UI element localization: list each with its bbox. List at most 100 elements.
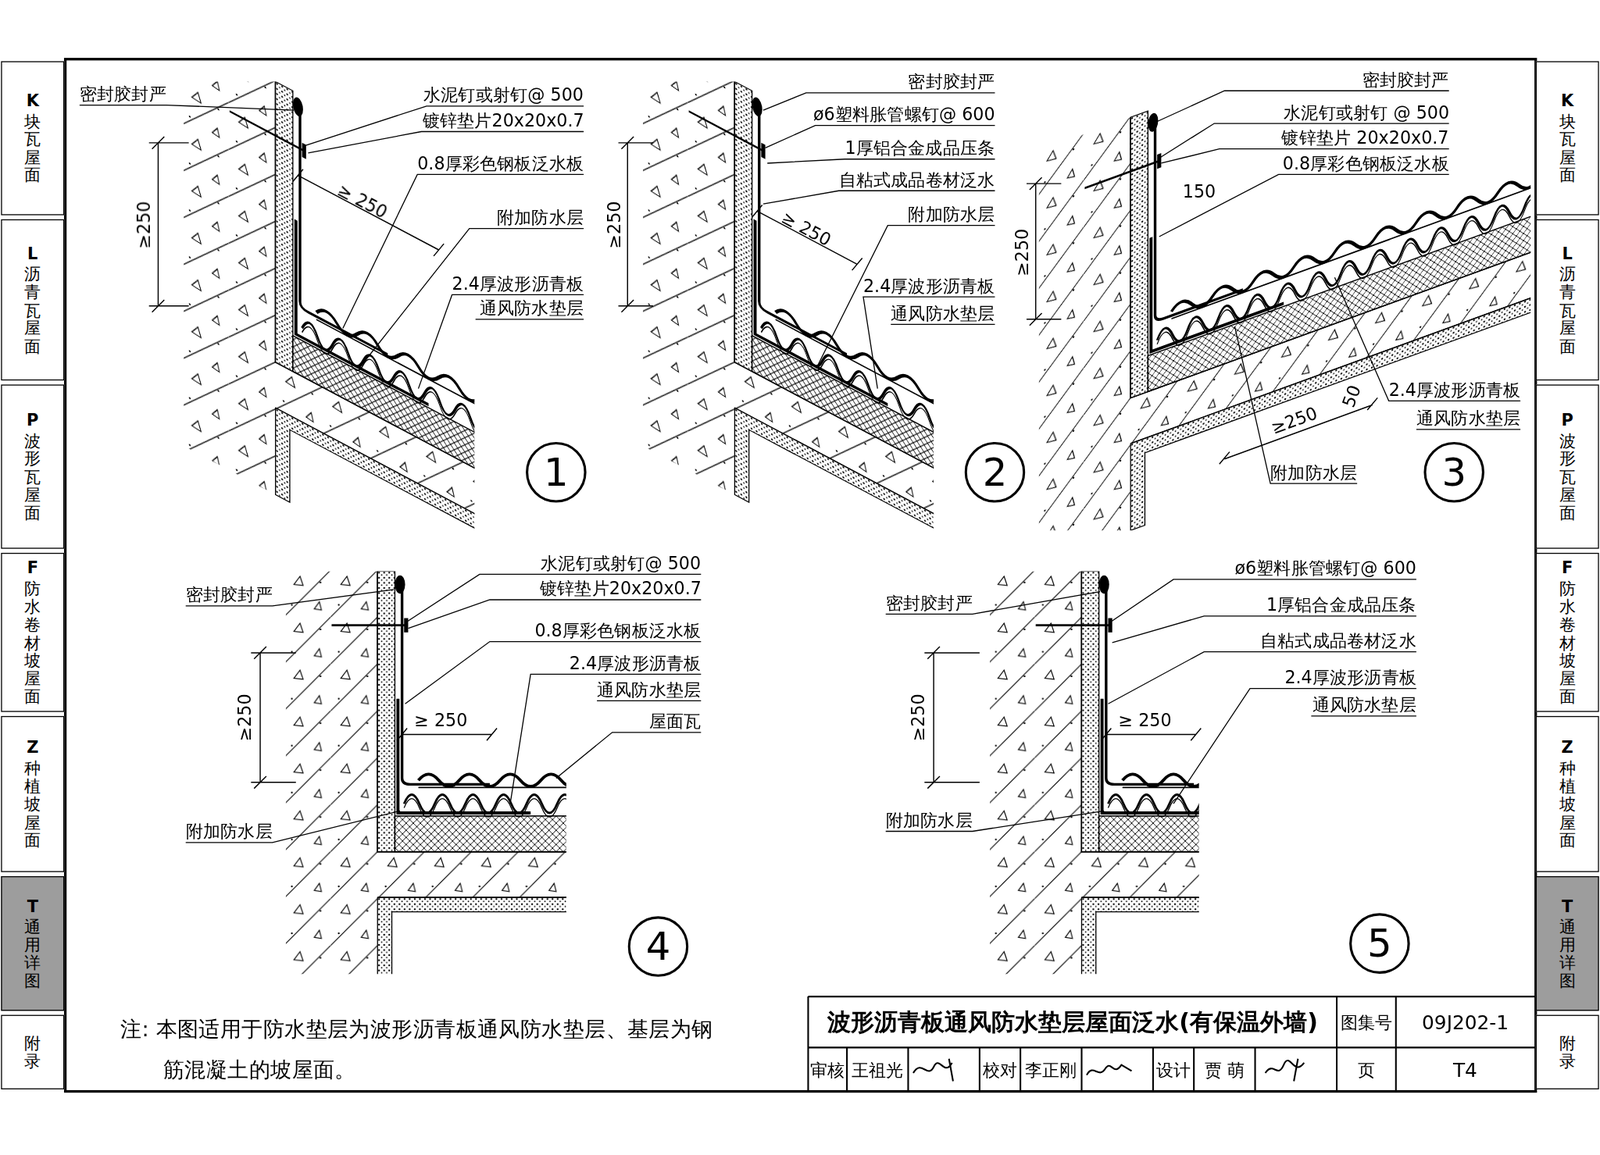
tab-title: 防水卷材坡屋面 — [1559, 580, 1576, 707]
dimension-text: ≥250 — [1013, 228, 1031, 276]
detail-5 — [989, 571, 1200, 975]
callout-label: 1厚铝合金成品压条 — [1266, 596, 1417, 614]
callout-label: 通风防水垫层 — [1416, 409, 1521, 427]
dimension-text: ≥ 250 — [778, 208, 835, 250]
tab-title: 通用详图 — [24, 918, 41, 991]
callout-label: ø6塑料胀管螺钉@ 600 — [1234, 559, 1417, 577]
detail-number: 1 — [543, 453, 569, 493]
callout-label: 0.8厚彩色钢板泛水板 — [417, 154, 584, 172]
callout-label: 通风防水垫层 — [890, 304, 995, 322]
dimension-text: ≥ 250 — [334, 181, 390, 222]
callout-label: 附加防水层 — [907, 205, 995, 223]
dimension-text: 150 — [1182, 182, 1216, 200]
callout-label: 0.8厚彩色钢板泛水板 — [1282, 154, 1450, 172]
section-tab: P波形瓦屋面 — [0, 384, 65, 549]
circle-outline — [965, 443, 1024, 502]
callout-label: 2.4厚波形沥青板 — [452, 275, 585, 293]
circle-outline — [1425, 443, 1483, 502]
tab-title: 块瓦屋面 — [24, 112, 41, 185]
tab-title: 附录 — [1559, 1034, 1576, 1071]
callout-label: 附加防水层 — [885, 811, 973, 829]
title-block-cell: T4 — [1453, 1060, 1478, 1081]
callout-label: ø6塑料胀管螺钉@ 600 — [813, 105, 996, 123]
callout-label: 水泥钉或射钉 @ 500 — [1283, 103, 1450, 122]
tab-title: 波形瓦屋面 — [24, 432, 41, 523]
tab-letter: K — [1560, 92, 1574, 111]
section-tab: Z种植坡屋面 — [0, 716, 65, 873]
leader-lines — [79, 90, 1521, 843]
section-tab: F 防水卷材坡屋面 — [0, 553, 65, 713]
callout-label: 水泥钉或射钉@ 500 — [423, 85, 584, 104]
callout-label: 2.4厚波形沥青板 — [569, 654, 702, 672]
detail-4-section — [285, 571, 567, 975]
dimension-text: ≥250 — [605, 200, 623, 249]
callout-label: 密封胶封严 — [185, 585, 273, 604]
detail-3 — [1039, 67, 1532, 531]
tab-title: 种植坡屋面 — [1559, 760, 1576, 850]
section-tab: L 沥青瓦屋面 — [0, 219, 65, 381]
section-tab: F防水卷材坡屋面 — [1535, 553, 1600, 713]
signature — [913, 1059, 1304, 1083]
tab-title: 波形瓦屋面 — [1559, 432, 1576, 523]
dimension-text: ≥250 — [235, 693, 254, 742]
tab-letter: Z — [1561, 739, 1574, 758]
tab-letter: L — [27, 244, 38, 263]
section-tab: T 通用详图 — [0, 876, 65, 1011]
title-block-cell: 09J202-1 — [1421, 1012, 1509, 1033]
title-block-cell: 贾 萌 — [1204, 1061, 1245, 1079]
dimension-text: ≥250 — [909, 693, 927, 742]
note-text: 注: 本图适用于防水垫层为波形沥青板通风防水垫层、基层为钢筋混凝土的坡屋面。 — [120, 1010, 723, 1092]
callout-label: 屋面瓦 — [649, 712, 702, 730]
title-block-cell: 页 — [1357, 1061, 1375, 1079]
title-block-cell: 王祖光 — [851, 1061, 904, 1079]
callout-label: 2.4厚波形沥青板 — [1389, 381, 1522, 399]
circle-outline — [527, 443, 586, 502]
section-tab: K块瓦屋面 — [0, 60, 65, 215]
title-block-cell: 设计 — [1156, 1061, 1191, 1079]
callout-label: 自粘式成品卷材泛水 — [1260, 632, 1417, 650]
detail-3-section — [1039, 67, 1532, 531]
dimension-text: ≥ 250 — [1118, 711, 1172, 729]
dimension-text: ≥250 — [1268, 403, 1320, 437]
tab-letter: F — [27, 559, 39, 578]
callout-label: 密封胶封严 — [1362, 71, 1450, 89]
section-tab: Z 种植坡屋面 — [1535, 716, 1600, 873]
dimension-text: ≥250 — [135, 200, 153, 249]
title-block-grid — [807, 996, 1536, 1092]
callout-label: 附加防水层 — [1270, 464, 1358, 482]
detail-number-circle: 1 — [525, 442, 587, 504]
tab-title: 防水卷材坡屋面 — [24, 580, 41, 707]
tab-title: 通用详图 — [1559, 918, 1576, 991]
callout-label: 自粘式成品卷材泛水 — [839, 171, 996, 189]
detail-number-circle: 4 — [627, 916, 689, 978]
callout-label: 镀锌垫片20x20x0.7 — [539, 580, 702, 598]
detail-number-circle: 5 — [1349, 913, 1411, 975]
detail-number-circle: 2 — [964, 442, 1025, 504]
callout-label: 密封胶封严 — [79, 85, 167, 103]
title-block-cell: 李正刚 — [1025, 1061, 1078, 1079]
callout-label: 镀锌垫片20x20x0.7 — [422, 111, 585, 129]
detail-number: 2 — [982, 453, 1008, 493]
detail-number: 5 — [1367, 924, 1393, 964]
detail-4 — [285, 571, 567, 975]
callout-label: 水泥钉或射钉@ 500 — [540, 554, 701, 572]
circle-outline — [1350, 914, 1409, 973]
detail-number: 3 — [1441, 453, 1467, 493]
callout-label: 0.8厚彩色钢板泛水板 — [534, 621, 701, 640]
callout-label: 通风防水垫层 — [1312, 696, 1417, 714]
tab-title: 沥青瓦屋面 — [24, 265, 41, 356]
title-block-cell: 校对 — [982, 1061, 1018, 1079]
detail-number-circle: 3 — [1423, 442, 1485, 504]
dimension-lines — [149, 136, 1379, 790]
callout-label: 密封胶封严 — [885, 594, 973, 612]
detail-number: 4 — [646, 927, 672, 967]
tab-letter: T — [27, 897, 39, 916]
section-tab: T通用详图 — [1535, 876, 1600, 1011]
tab-title: 种植坡屋面 — [24, 760, 41, 850]
tab-letter: L — [1562, 244, 1573, 263]
tab-title: 附录 — [24, 1034, 41, 1071]
callout-label: 1厚铝合金成品压条 — [844, 139, 995, 157]
tab-title: 沥青瓦屋面 — [1559, 265, 1576, 356]
